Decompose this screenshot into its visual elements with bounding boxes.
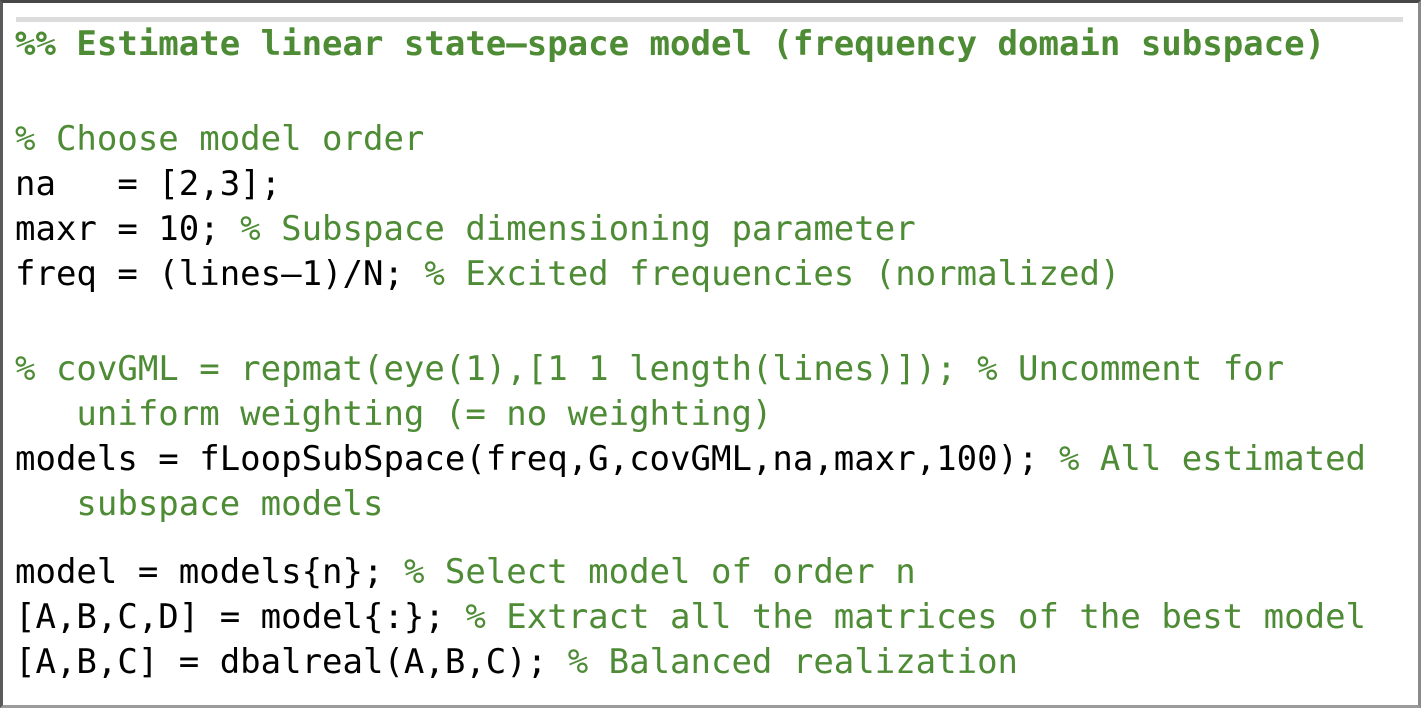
code-segment-code: freq = (lines—1)/N;: [15, 254, 425, 294]
code-line: subspace models: [15, 482, 1406, 527]
code-segment-code: maxr = 10;: [15, 209, 241, 249]
code-line: model = models{n}; % Select model of ord…: [15, 550, 1406, 595]
code-paragraph: % covGML = repmat(eye(1),[1 1 length(lin…: [15, 347, 1406, 527]
section-divider: [16, 17, 1403, 22]
code-segment-code: [A,B,C,D] = model{:};: [15, 597, 466, 637]
code-segment-code: models = fLoopSubSpace(freq,G,covGML,na,…: [15, 439, 1059, 479]
code-segment-comment: % Balanced realization: [567, 642, 1019, 682]
code-line: na = [2,3];: [15, 162, 1406, 207]
code-segment-code: model = models{n};: [15, 552, 404, 592]
code-segment-comment: % Choose model order: [15, 119, 425, 159]
code-segment-comment: % Excited frequencies (normalized): [424, 254, 1121, 294]
code-line: [A,B,C,D] = model{:}; % Extract all the …: [15, 595, 1406, 640]
code-line: freq = (lines—1)/N; % Excited frequencie…: [15, 252, 1406, 297]
code-segment-comment: % All estimated: [1058, 439, 1367, 479]
code-line: models = fLoopSubSpace(freq,G,covGML,na,…: [15, 437, 1406, 482]
section-header: %% Estimate linear state—space model (fr…: [15, 24, 1326, 64]
spacer: [15, 527, 1406, 550]
spacer: [15, 297, 1406, 347]
spacer: [15, 67, 1406, 117]
code-line: [A,B,C] = dbalreal(A,B,C); % Balanced re…: [15, 640, 1406, 685]
code-segment-comment: subspace models: [15, 484, 384, 524]
code-area: %% Estimate linear state—space model (fr…: [3, 17, 1418, 685]
code-segment-comment: % covGML = repmat(eye(1),[1 1 length(lin…: [15, 349, 1285, 389]
code-segment-comment: % Select model of order n: [403, 552, 916, 592]
code-paragraph: model = models{n}; % Select model of ord…: [15, 550, 1406, 685]
code-line: uniform weighting (= no weighting): [15, 392, 1406, 437]
code-segment-comment: % Subspace dimensioning parameter: [240, 209, 916, 249]
code-segment-comment: uniform weighting (= no weighting): [15, 394, 773, 434]
code-segment-code: na = [2,3];: [15, 164, 282, 204]
code-line: maxr = 10; % Subspace dimensioning param…: [15, 207, 1406, 252]
code-segment-comment: % Extract all the matrices of the best m…: [465, 597, 1367, 637]
code-line: % covGML = repmat(eye(1),[1 1 length(lin…: [15, 347, 1406, 392]
code-line: % Choose model order: [15, 117, 1406, 162]
code-segment-code: [A,B,C] = dbalreal(A,B,C);: [15, 642, 568, 682]
